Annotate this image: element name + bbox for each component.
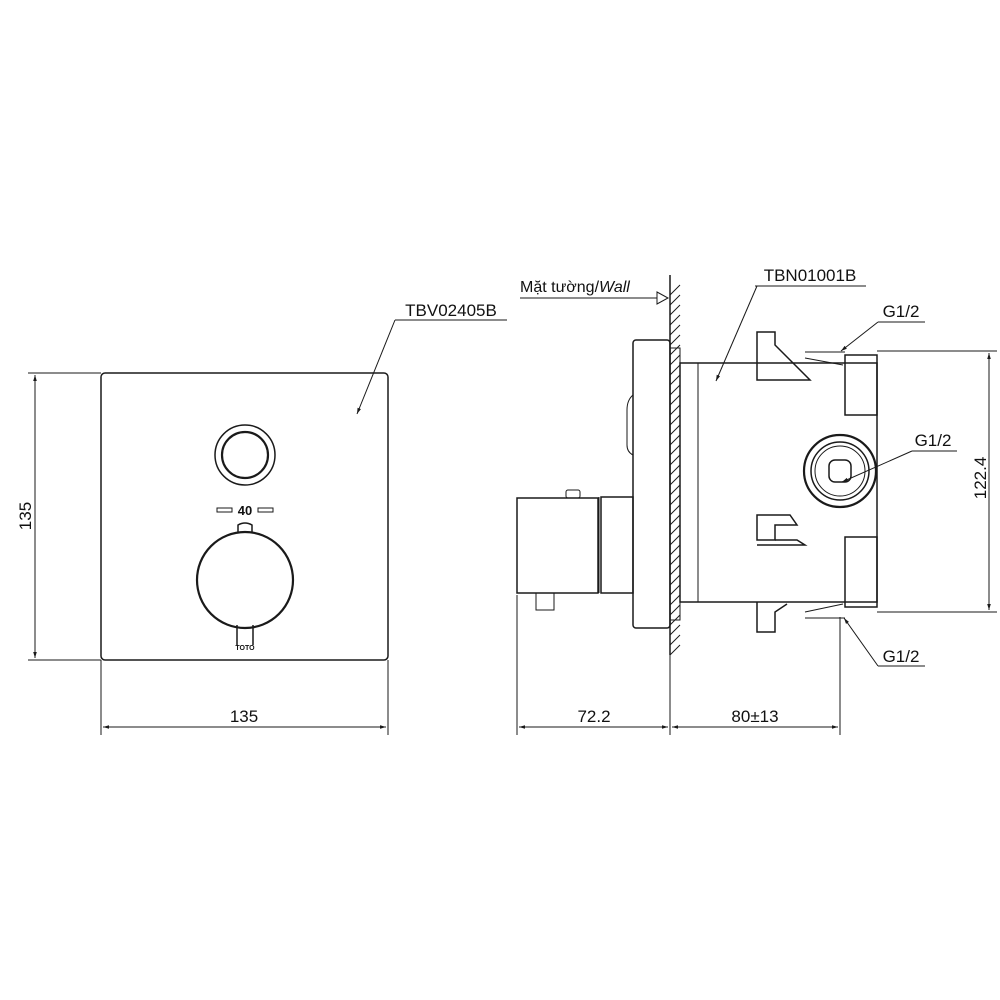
hatch-line [669, 504, 681, 516]
hatch-line [669, 524, 681, 536]
inlet-port-square [828, 459, 852, 483]
hatch-line [669, 624, 681, 636]
hatch-line [669, 514, 681, 526]
hatch-line [669, 334, 681, 346]
hatch-line [669, 354, 681, 366]
hatch-line [669, 384, 681, 396]
hatch-line [669, 534, 681, 546]
hatch-line [669, 344, 681, 356]
side-height-dim: 122.4 [971, 457, 990, 500]
valve-body [679, 362, 878, 603]
hatch-line [669, 284, 681, 296]
inlet-port-outer [802, 433, 878, 509]
hatch-line [669, 304, 681, 316]
hatch-line [669, 604, 681, 616]
hatch-line [669, 634, 681, 646]
front-depth-dim: 72.2 [577, 707, 610, 726]
thermostat-knob [195, 530, 295, 630]
hatch-line [669, 644, 681, 656]
diverter-button-inner [220, 430, 270, 480]
diverter-button-outer [214, 424, 276, 486]
hatch-line [669, 454, 681, 466]
hatch-line [669, 324, 681, 336]
hatch-line [669, 364, 681, 376]
hatch-line [669, 464, 681, 476]
hatch-line [669, 394, 681, 406]
temp-dash-right [257, 507, 274, 513]
hatch-line [669, 474, 681, 486]
part-label-tbv: TBV02405B [405, 301, 497, 320]
part-label-tbn: TBN01001B [764, 266, 857, 285]
side-plate [632, 339, 671, 629]
hatch-line [669, 314, 681, 326]
port-bottom-label: G1/2 [883, 647, 920, 666]
hatch-line [669, 584, 681, 596]
port-middle-label: G1/2 [915, 431, 952, 450]
hatch-line [669, 444, 681, 456]
hatch-line [669, 564, 681, 576]
hatch-line [669, 594, 681, 606]
knob-bottom-tab [236, 625, 254, 645]
hatch-line [669, 434, 681, 446]
leader-tbn [715, 285, 758, 382]
front-height-dim: 135 [16, 502, 35, 530]
cover-plate [100, 372, 389, 661]
port-top-label: G1/2 [883, 302, 920, 321]
hatch-line [669, 574, 681, 586]
hatch-line [669, 544, 681, 556]
temp-dash-left [216, 507, 233, 513]
knob-top-tab [237, 522, 253, 532]
wall-arrow-icon [656, 291, 670, 305]
side-view: Mặt tường/Wall TBN01001B G1/2 [516, 266, 997, 735]
hatch-line [669, 374, 681, 386]
front-view: 40 TOTO 135 135 TBV02405B [16, 301, 507, 735]
rear-depth-dim: 80±13 [731, 707, 778, 726]
hatch-line [669, 484, 681, 496]
wall-hatching [669, 284, 681, 656]
hatch-line [669, 494, 681, 506]
hatch-line [669, 404, 681, 416]
hatch-line [669, 424, 681, 436]
handle-cylinder [516, 497, 599, 594]
leader-tbv [356, 319, 396, 415]
hatch-line [669, 414, 681, 426]
temperature-mark: 40 [238, 503, 252, 518]
wall-label: Mặt tường/Wall [520, 279, 630, 296]
brand-mark: TOTO [235, 645, 255, 652]
hatch-line [669, 294, 681, 306]
hatch-line [669, 554, 681, 566]
front-width-dim: 135 [230, 707, 258, 726]
